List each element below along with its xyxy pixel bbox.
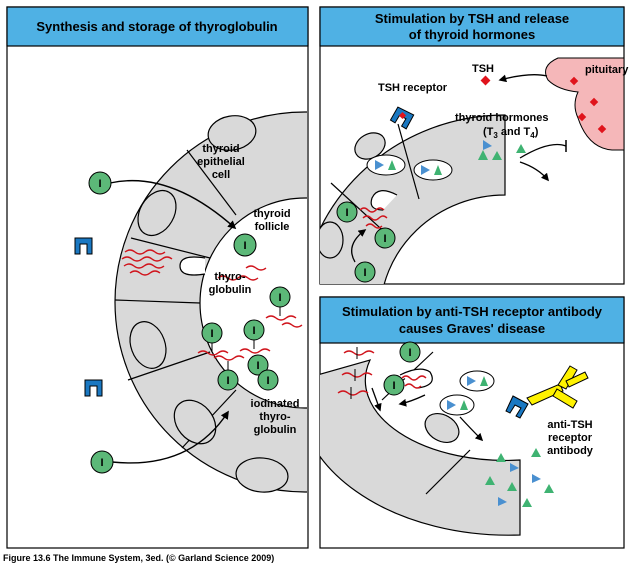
thyroglobulin-icon bbox=[217, 265, 267, 281]
iodinated-thyroglobulin-icon: I bbox=[239, 319, 303, 354]
thyroid-hormone-icon bbox=[478, 140, 526, 160]
svg-text:I: I bbox=[252, 325, 255, 337]
svg-text:I: I bbox=[243, 240, 246, 252]
svg-text:globulin: globulin bbox=[254, 424, 297, 436]
iodide-icon: I bbox=[374, 227, 396, 249]
svg-text:iodinated: iodinated bbox=[251, 398, 300, 410]
hormone-vesicle bbox=[439, 394, 475, 416]
iodide-icon: I bbox=[336, 201, 358, 223]
thyroglobulin-label: thyro- globulin bbox=[209, 271, 252, 296]
svg-text:I: I bbox=[266, 375, 269, 387]
follicle-section bbox=[320, 114, 506, 284]
iodide-icon: I bbox=[233, 233, 257, 257]
tsh-release-arrow bbox=[498, 74, 548, 83]
svg-text:cell: cell bbox=[212, 169, 230, 181]
hormone-release-arrow bbox=[459, 416, 484, 442]
iodide-icon: I bbox=[90, 450, 114, 474]
pituitary-gland bbox=[545, 57, 625, 151]
svg-text:thyroid: thyroid bbox=[202, 143, 239, 155]
hormone-vesicle bbox=[459, 370, 495, 392]
bottom-right-panel-header bbox=[319, 296, 625, 344]
top-right-panel-header bbox=[319, 6, 625, 47]
svg-text:globulin: globulin bbox=[209, 284, 252, 296]
thyroid-follicle-label: thyroid follicle bbox=[253, 208, 290, 233]
svg-text:follicle: follicle bbox=[255, 221, 290, 233]
thyroglobulin-icon bbox=[359, 207, 388, 229]
left-panel-header bbox=[6, 6, 309, 47]
iodinated-thyroglobulin-icon: I bbox=[257, 369, 279, 391]
svg-text:I: I bbox=[100, 457, 103, 469]
iodinated-thyroglobulin-icon: I bbox=[247, 354, 269, 376]
svg-text:receptor: receptor bbox=[548, 432, 593, 444]
svg-text:I: I bbox=[408, 347, 411, 359]
svg-text:antibody: antibody bbox=[547, 445, 594, 457]
pituitary-label: pituitary bbox=[585, 64, 629, 76]
tsh-receptor-icon bbox=[84, 379, 103, 397]
iodide-uptake-arrow bbox=[111, 410, 229, 464]
hormone-release-arrow bbox=[519, 161, 549, 182]
svg-text:I: I bbox=[363, 267, 366, 279]
bottom-right-panel-title: Stimulation by anti-TSH receptor antibod… bbox=[342, 304, 603, 319]
thyroglobulin-synthesis-icon bbox=[121, 249, 173, 276]
svg-text:thyro-: thyro- bbox=[259, 411, 291, 423]
resorption-arrow bbox=[371, 387, 382, 412]
svg-text:I: I bbox=[383, 233, 386, 245]
thyroid-epithelial-cell-label: thyroid epithelial cell bbox=[197, 143, 245, 181]
top-right-panel-subtitle: of thyroid hormones bbox=[409, 27, 535, 42]
hormone-vesicle bbox=[366, 154, 406, 176]
svg-text:I: I bbox=[226, 375, 229, 387]
anti-tsh-receptor-antibody-label: anti-TSH receptor antibody bbox=[547, 419, 594, 457]
iodinated-thyroglobulin-icon: I bbox=[265, 286, 297, 321]
iodide-icon: I bbox=[399, 341, 421, 363]
svg-text:I: I bbox=[392, 380, 395, 392]
svg-text:epithelial: epithelial bbox=[197, 156, 245, 168]
tsh-receptor-icon bbox=[74, 237, 93, 255]
svg-text:I: I bbox=[98, 178, 101, 190]
hormone-vesicle bbox=[413, 159, 453, 181]
thyroid-figure: Synthesis and storage of thyroglobulin bbox=[6, 6, 629, 549]
svg-text:I: I bbox=[256, 360, 259, 372]
tsh-receptor-label: TSH receptor bbox=[378, 82, 448, 94]
thyroid-follicle-ring bbox=[114, 111, 307, 493]
left-panel: Synthesis and storage of thyroglobulin bbox=[6, 6, 309, 549]
tsh-label: TSH bbox=[472, 63, 494, 75]
tsh-receptor-icon bbox=[505, 395, 529, 419]
svg-text:thyroid: thyroid bbox=[253, 208, 290, 220]
negative-feedback-arrow bbox=[519, 143, 567, 159]
bottom-right-panel: Stimulation by anti-TSH receptor antibod… bbox=[319, 296, 625, 549]
bottom-right-panel-subtitle: causes Graves' disease bbox=[399, 321, 545, 336]
follicle-section bbox=[320, 351, 521, 536]
thyroid-hormones-types: (T3 and T4) bbox=[483, 126, 539, 140]
iodinated-thyroglobulin-label: iodinated thyro- globulin bbox=[251, 398, 300, 436]
antibody-icon bbox=[526, 365, 589, 409]
resorption-arrow bbox=[351, 229, 367, 263]
svg-text:I: I bbox=[278, 292, 281, 304]
tsh-receptor-icon bbox=[389, 106, 415, 130]
iodinated-thyroglobulin-icon: I bbox=[197, 322, 229, 356]
iodide-icon: I bbox=[88, 171, 112, 195]
svg-text:I: I bbox=[345, 207, 348, 219]
iodide-uptake-arrow bbox=[109, 179, 237, 230]
top-right-panel: Stimulation by TSH and release of thyroi… bbox=[319, 6, 629, 285]
thyroid-hormones-label: thyroid hormones bbox=[455, 112, 549, 124]
iodide-icon: I bbox=[383, 374, 405, 396]
left-panel-title: Synthesis and storage of thyroglobulin bbox=[36, 19, 277, 34]
iodinated-thyroglobulin-icon bbox=[337, 350, 427, 396]
svg-text:I: I bbox=[210, 328, 213, 340]
iodide-icon: I bbox=[354, 261, 376, 283]
top-right-panel-title: Stimulation by TSH and release bbox=[375, 11, 569, 26]
svg-text:thyro-: thyro- bbox=[214, 271, 246, 283]
svg-text:anti-TSH: anti-TSH bbox=[547, 419, 592, 431]
iodinated-thyroglobulin-icon: I bbox=[213, 355, 245, 391]
thyroid-hormone-icon bbox=[485, 448, 554, 507]
figure-caption: Figure 13.6 The Immune System, 3ed. (© G… bbox=[3, 553, 275, 563]
uptake-arrow bbox=[398, 394, 426, 407]
